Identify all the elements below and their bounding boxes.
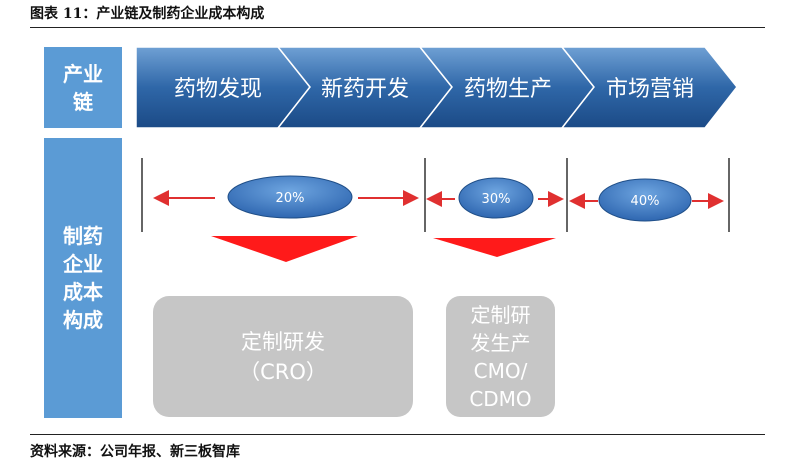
side-label-line: 制药 xyxy=(63,224,103,248)
top-rule xyxy=(30,27,765,28)
source-note: 资料来源：公司年报、新三板智库 xyxy=(30,444,240,460)
chevron-label: 药物生产 xyxy=(464,77,552,102)
chevron-band: 药物发现 新药开发 药物生产 市场营销 xyxy=(135,46,738,129)
cost-share-label: 30% xyxy=(482,192,511,207)
side-label-line: 构成 xyxy=(63,308,103,332)
chevron-marketing xyxy=(560,46,738,129)
cmo-box xyxy=(446,296,555,417)
cost-share-ellipse-40 xyxy=(598,178,692,222)
chevron-label: 药物发现 xyxy=(174,77,262,102)
chevron-label: 市场营销 xyxy=(606,77,694,102)
cmo-box-text: 定制研 发生产 CMO/ CDMO xyxy=(446,296,555,417)
cro-box xyxy=(153,296,413,417)
cmo-box-line: 定制研 xyxy=(470,302,531,327)
cro-box-text: 定制研发 （CRO） xyxy=(153,296,413,417)
cost-share-ellipse-20 xyxy=(227,175,353,219)
chevron-label: 新药开发 xyxy=(321,77,409,102)
cro-box-line: 定制研发 xyxy=(240,329,325,354)
cost-share-ellipse-30 xyxy=(458,177,534,219)
down-triangle-cmo xyxy=(433,238,556,257)
cro-box-line: （CRO） xyxy=(239,359,327,384)
side-label-line: 链 xyxy=(73,89,93,114)
cmo-box-line: 发生产 xyxy=(470,330,531,355)
side-label-cost-structure: 制药 企业 成本 构成 xyxy=(44,138,122,418)
side-label-line: 成本 xyxy=(63,280,103,304)
cmo-box-line: CDMO xyxy=(469,386,532,411)
cost-share-label: 20% xyxy=(276,191,305,206)
cmo-box-line: CMO/ xyxy=(473,358,528,383)
segment-dividers xyxy=(141,158,730,232)
side-label-line: 企业 xyxy=(63,252,103,276)
span-arrows xyxy=(153,190,724,209)
bottom-rule xyxy=(30,434,765,435)
side-label-industry-chain: 产业 链 xyxy=(44,47,122,128)
figure-title: 图表 11：产业链及制药企业成本构成 xyxy=(30,6,265,22)
cost-share-label: 40% xyxy=(631,194,660,209)
side-label-line: 产业 xyxy=(63,61,103,86)
down-triangle-cro xyxy=(211,236,358,262)
cost-share-ellipses: 20% 30% 40% xyxy=(227,175,692,222)
